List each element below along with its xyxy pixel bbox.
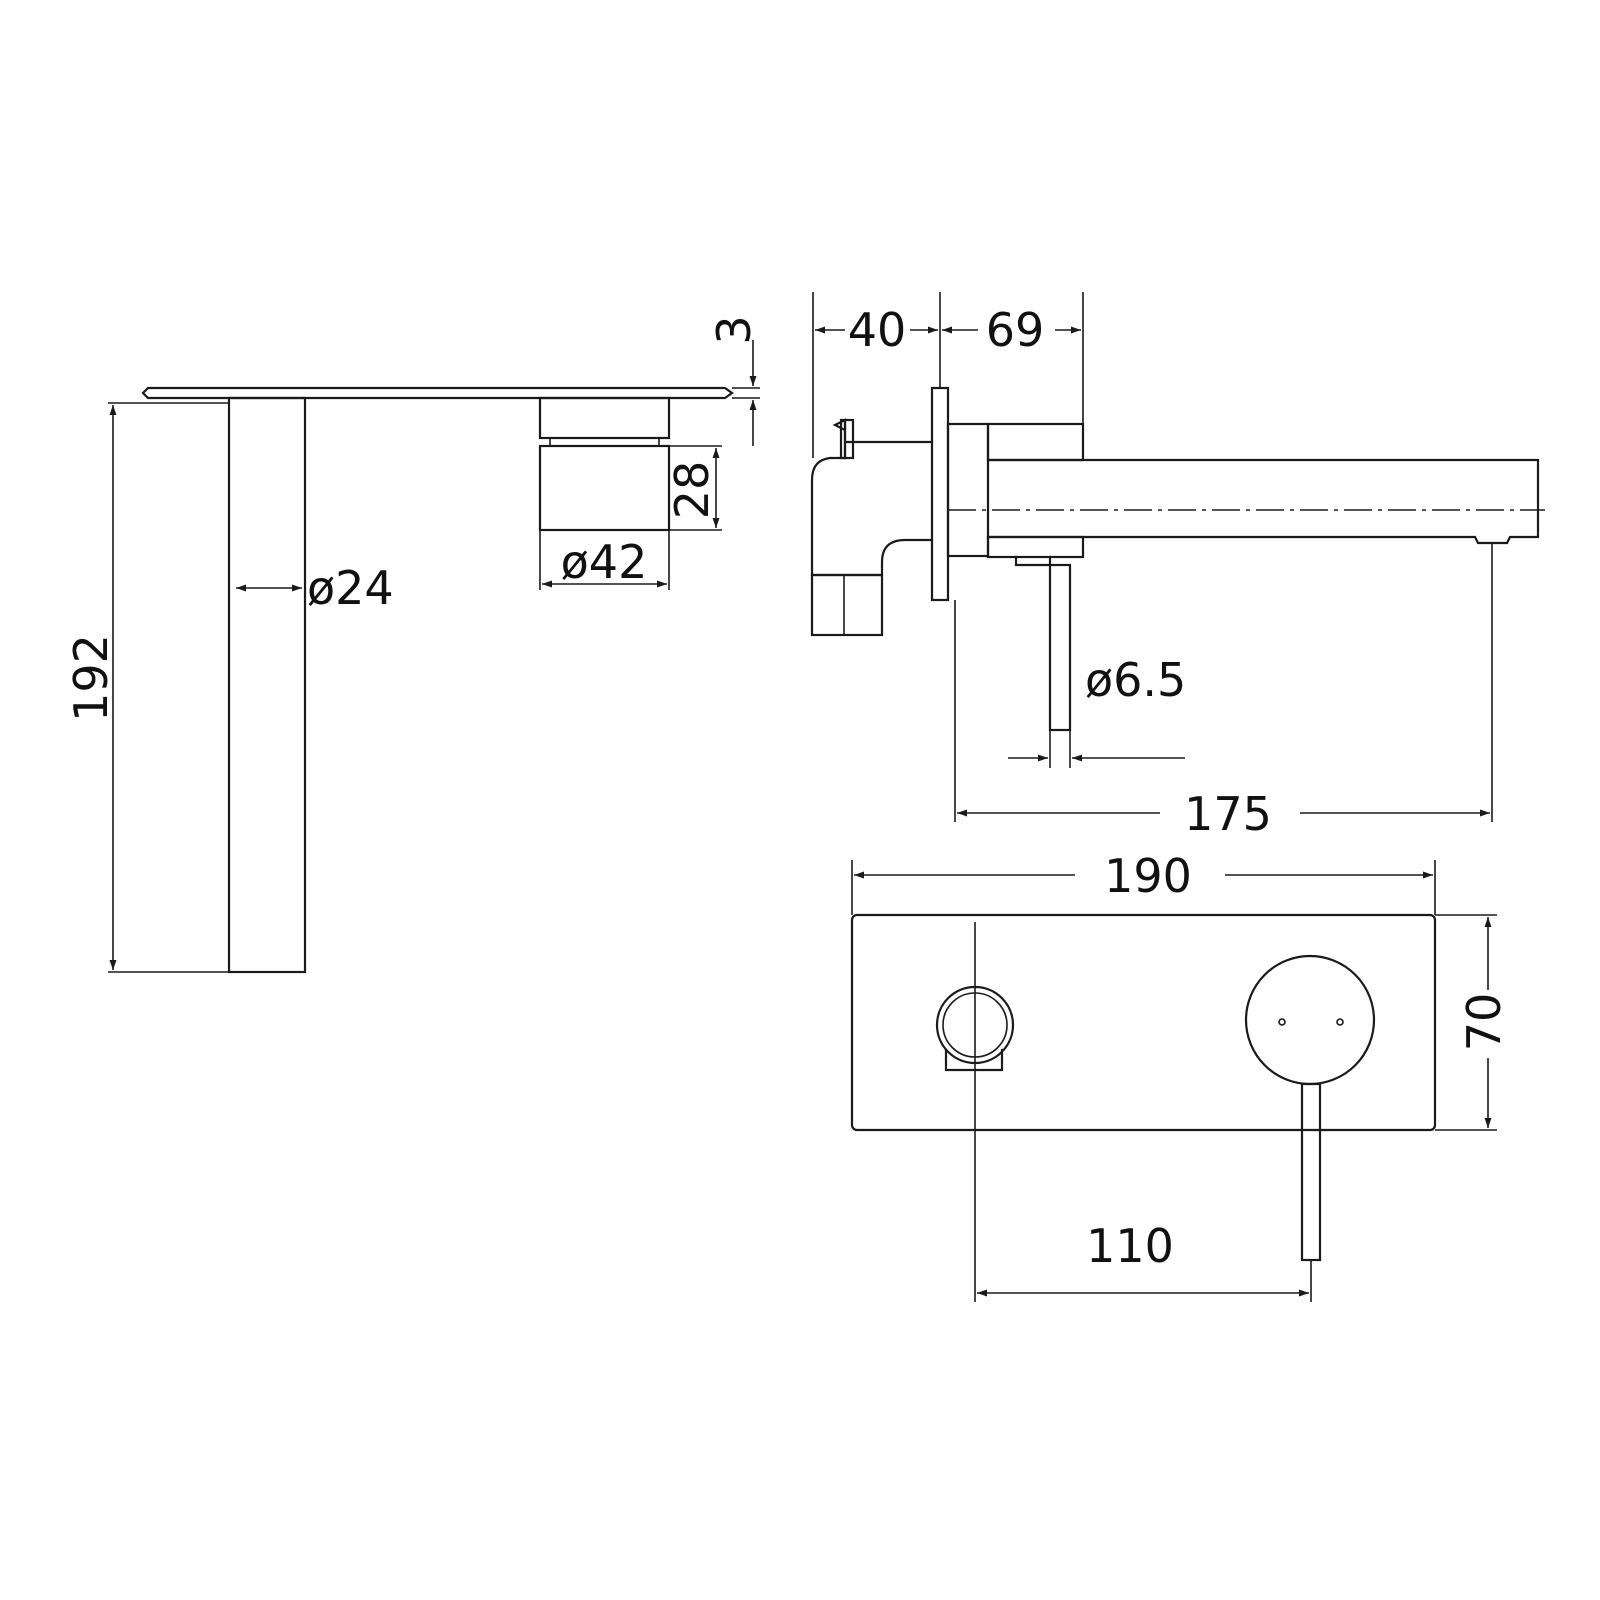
handle-collar: [538, 396, 671, 440]
front-plate: [850, 913, 1437, 1132]
spout: [986, 458, 1540, 545]
dim-label-dia24: ø24: [307, 561, 394, 615]
dim-label-110: 110: [1086, 1219, 1174, 1273]
top-view-left: 192 ø24 28 ø42 3: [64, 315, 761, 974]
valve-body: [810, 418, 934, 577]
dim-label-70: 70: [1457, 993, 1511, 1052]
dim-label-28: 28: [665, 461, 719, 520]
dim-label-3: 3: [707, 315, 761, 344]
dim-label-192: 192: [64, 634, 118, 722]
body-pin: [839, 418, 855, 460]
dim-label-dia6-5: ø6.5: [1085, 653, 1186, 707]
wall-plate: [930, 386, 950, 602]
dim-label-190: 190: [1104, 849, 1192, 903]
top-plate: [141, 386, 734, 400]
dim-label-69: 69: [986, 303, 1045, 357]
dim-label-40: 40: [848, 303, 907, 357]
front-view: 190 70 110: [850, 849, 1511, 1302]
side-view: 40 69 ø6.5 175: [810, 292, 1545, 841]
lever-rod: [1048, 563, 1072, 732]
dim-label-175: 175: [1184, 787, 1272, 841]
inlet-pipe: [810, 573, 884, 637]
spout-column: [227, 396, 307, 974]
handle-body: [538, 444, 671, 532]
dim-label-dia42: ø42: [561, 535, 648, 589]
handle-disc: [1244, 954, 1376, 1086]
lever: [1014, 555, 1052, 567]
front-lever: [1300, 1082, 1322, 1262]
